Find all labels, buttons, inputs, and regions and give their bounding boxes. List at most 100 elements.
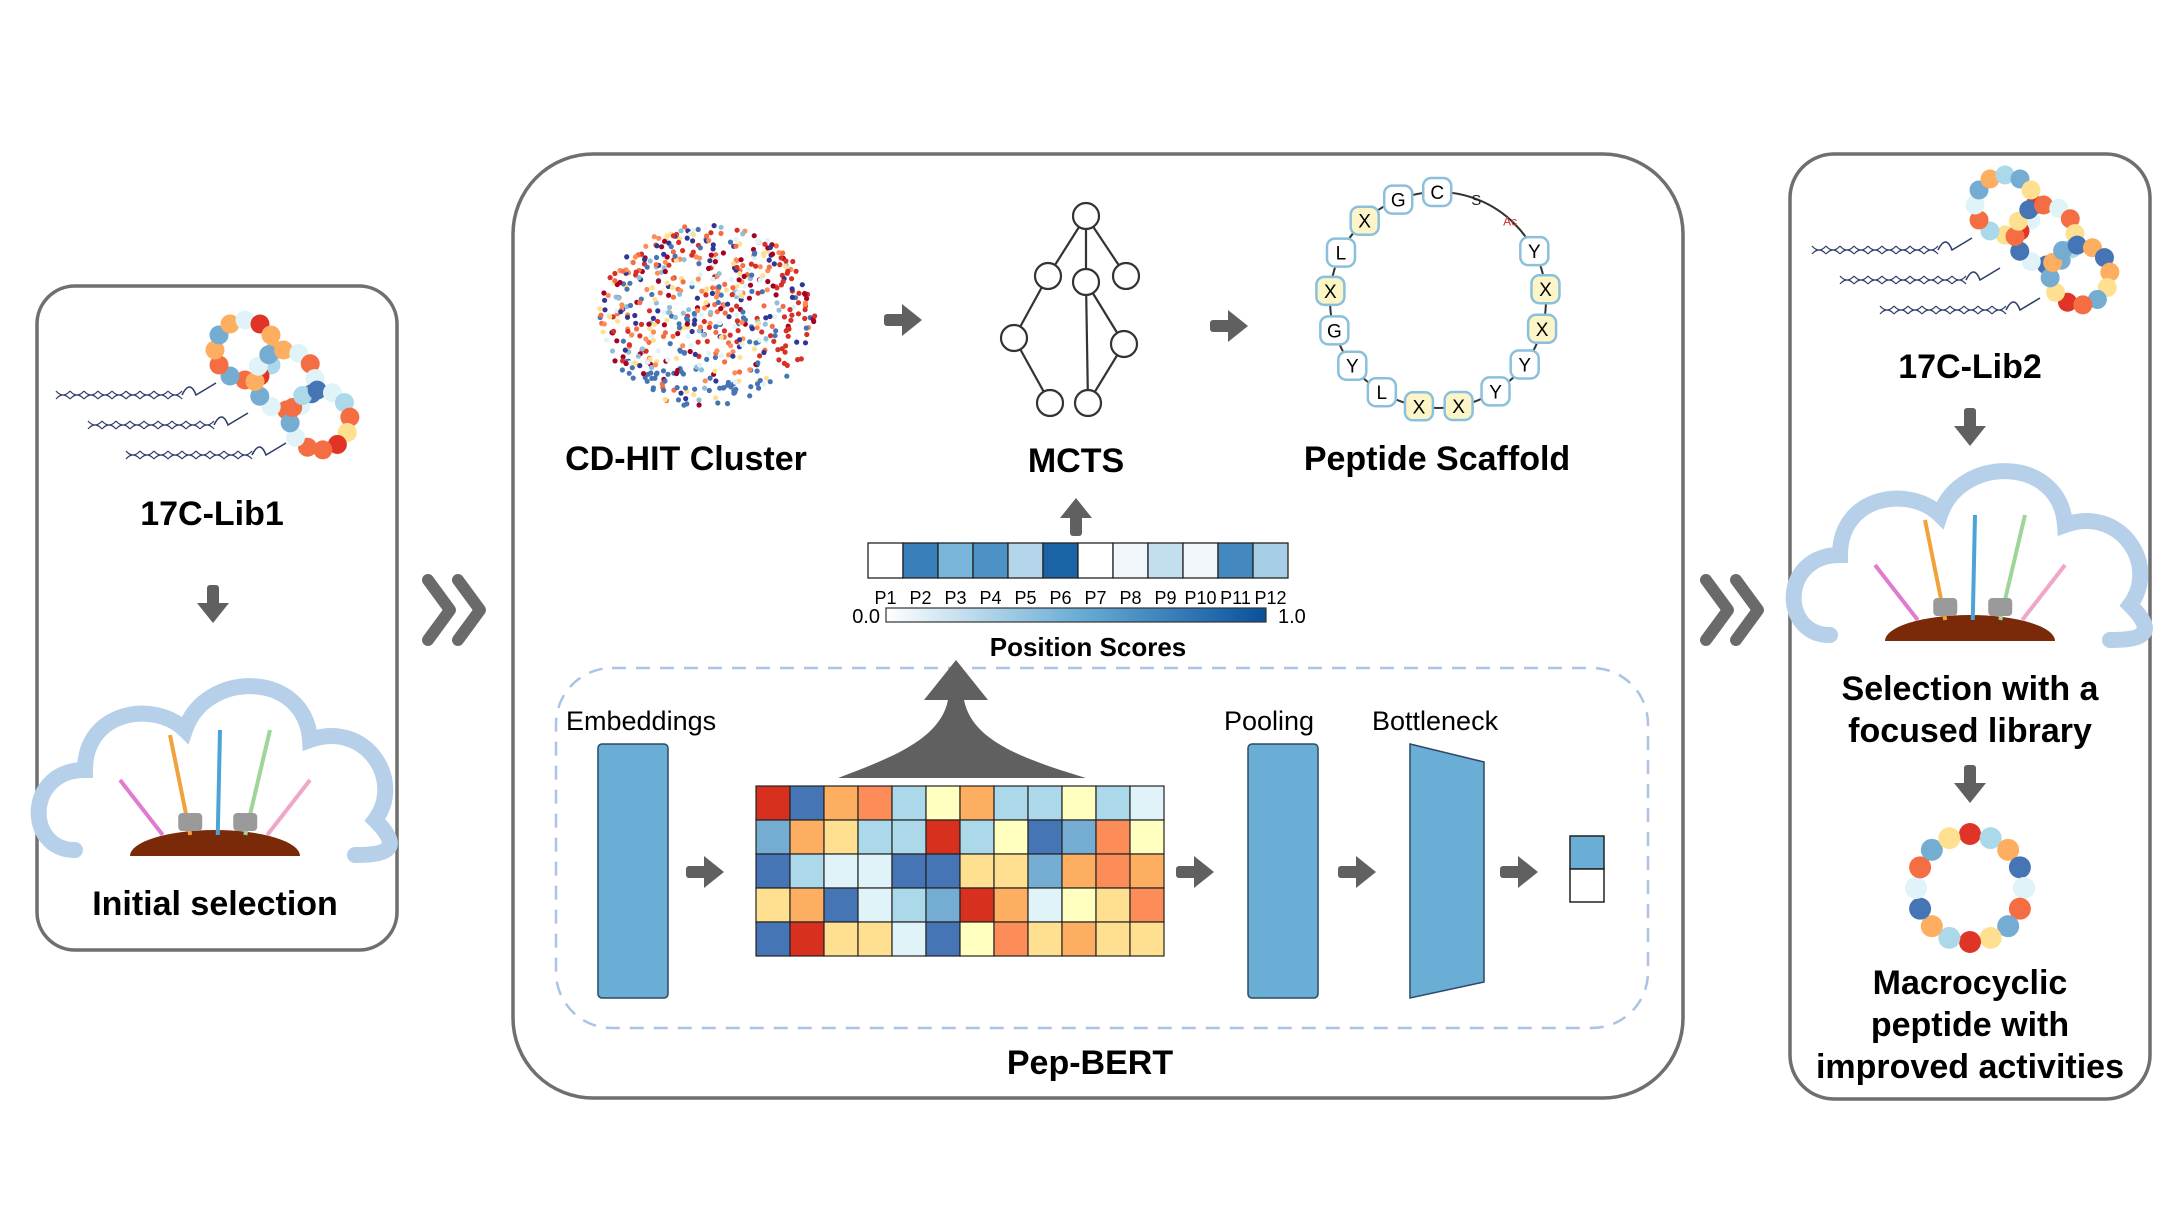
cluster-point [662,330,669,336]
cluster-point [761,381,767,387]
cluster-point [802,340,809,346]
cluster-point [789,286,795,292]
bead [209,355,229,375]
heatmap-cell [755,887,791,923]
cluster-point [789,312,795,318]
cluster-point [673,370,680,377]
cluster-point [749,326,755,332]
embeddings-label: Embeddings [566,706,716,736]
bead [1965,195,1985,215]
cluster-point [721,385,727,391]
target-surface [130,830,300,856]
cluster-point [632,312,638,319]
dna-segment [1895,275,1911,285]
cluster-point [802,315,808,322]
bead [250,386,270,406]
cluster-point [691,392,697,398]
scaffold-residue [1366,376,1398,408]
dna-segment [199,420,215,430]
cluster-point [609,348,616,354]
cluster-point [733,237,739,243]
cluster-point [789,276,795,282]
scaffold-residue-letter: Y [1518,355,1531,376]
dna-segment [171,420,187,430]
bottleneck-label: Bottleneck [1372,706,1499,736]
cluster-point [637,333,643,339]
cluster-point [661,322,668,328]
cluster-point [676,321,682,327]
dna-segment [101,420,117,430]
cluster-point [725,379,732,386]
heatmap-cell [755,785,791,821]
cluster-point [703,292,709,298]
cluster-point [615,318,621,324]
position-score-cell [902,542,939,579]
scaffold-residue [1403,391,1435,422]
cluster-point [720,250,727,256]
heatmap-cell [1095,921,1131,957]
scaffold-residue [1443,390,1474,422]
bead [2008,856,2031,879]
dna-segment [157,420,173,430]
dna-segment [1923,275,1939,285]
bead [1979,827,2002,850]
dna-segment [1879,305,1895,315]
cluster-point [748,261,755,267]
cluster-point [714,294,720,300]
heatmap-cell [823,887,859,923]
cluster-point [645,359,651,365]
cluster-point [677,348,684,354]
cluster-point [710,246,716,252]
cluster-point [690,238,696,244]
cluster-point [624,254,630,260]
bead [2040,268,2060,288]
heatmap-cell [993,785,1029,821]
position-score-cell [1252,542,1289,579]
scaffold-residue [1337,350,1368,381]
scaffold-residue [1319,315,1350,346]
cluster-point [701,305,708,311]
cluster-point [780,303,786,309]
bead [2094,248,2114,268]
bead [1938,926,1961,949]
cluster-point [680,248,686,254]
cluster-point [643,348,649,354]
dna-segment [1921,305,1937,315]
scaffold-residue-letter: X [1413,397,1426,418]
dna-segment [69,390,85,400]
cluster-point [616,295,622,301]
cluster-point [676,239,682,245]
bead [2034,195,2054,215]
lib1-label: 17C-Lib1 [140,495,284,533]
bead [2053,241,2073,261]
bead [1959,823,1981,845]
cluster-point [716,284,722,290]
bead [1997,915,2020,938]
cluster-point [697,245,703,251]
position-label: P9 [1154,588,1176,608]
position-score-cell [1007,542,1044,579]
scaffold-residue-letter: X [1358,212,1371,233]
cluster-point [646,339,652,345]
heatmap-cell [1027,785,1063,821]
cluster-point [665,371,671,377]
cluster-point [764,287,770,293]
probe-stick [1970,514,1977,621]
cluster-point [782,263,788,270]
dna-segment [167,450,183,460]
cluster-point [725,301,731,307]
cluster-point [612,358,618,364]
cluster-point [710,276,716,282]
dna-linker [181,382,217,397]
cluster-point [804,296,810,302]
dna-segment [1923,245,1939,255]
dna-segment [1909,275,1925,285]
bead [2087,289,2107,309]
heatmap-cell [959,853,995,889]
cluster-point [627,302,634,309]
bead [1997,838,2020,861]
cluster-point [698,312,704,318]
cluster-point [732,379,738,385]
cluster-point [736,369,743,375]
